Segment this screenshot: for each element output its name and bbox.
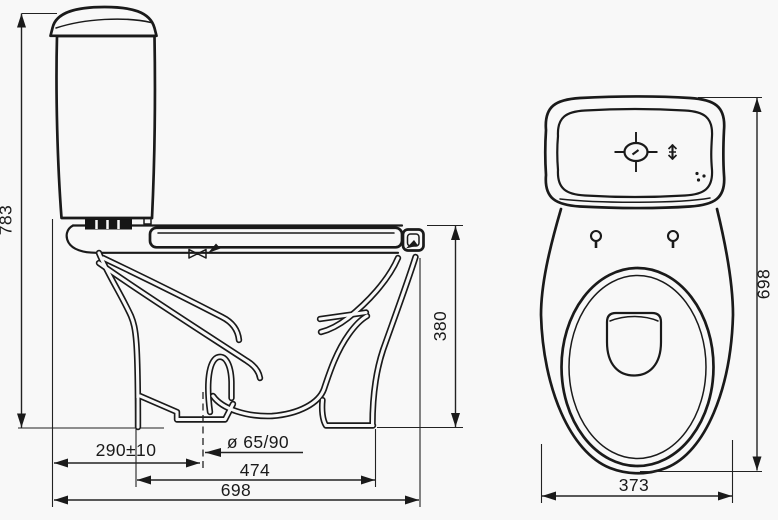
label-65-90: ø 65/90: [227, 432, 289, 452]
label-474: 474: [240, 460, 270, 480]
label-698-side: 698: [221, 480, 251, 500]
label-783: 783: [0, 205, 16, 235]
tank-gasket: [85, 219, 132, 230]
side-view-section: 783 380 290±10 ø 65/90: [0, 5, 463, 507]
cistern-lid-seam: [55, 18, 152, 29]
bowl-section-walls: [95, 249, 419, 431]
bowl-outline-top: [539, 207, 735, 475]
dimension-base-length: 474: [135, 398, 377, 487]
dimension-overall-width: 373: [540, 440, 734, 503]
dimension-bowl-height: 380: [377, 224, 463, 429]
label-290: 290±10: [96, 440, 157, 460]
cistern-lid-top-inner: [556, 107, 714, 199]
seat-lid-section: [148, 226, 404, 249]
rim-pointer-arrow-icon: [406, 240, 418, 249]
cistern-front-notch: [143, 217, 152, 225]
top-view: 698 373: [539, 95, 774, 503]
cistern-body: [55, 34, 157, 220]
seat-hinge-detail: [188, 248, 207, 259]
rim-outer-ellipse: [560, 266, 715, 468]
sparkle-icon: [667, 143, 678, 161]
label-373: 373: [619, 475, 649, 495]
seat-fixing-holes: [589, 229, 680, 248]
rim-front-section: [401, 228, 425, 252]
dimension-overall-height: 783: [0, 12, 57, 428]
leader-outlet-diameter: ø 65/90: [205, 432, 303, 457]
dimension-overall-depth: 698: [640, 96, 774, 473]
crosshair-icon: [614, 132, 658, 172]
spray-dots-icon: [695, 171, 706, 182]
label-380: 380: [430, 311, 450, 341]
cistern-lid: [49, 5, 158, 38]
water-sump: [605, 311, 663, 377]
dimension-outlet-offset: 290±10: [54, 440, 200, 468]
cistern-lid-bottom-edge: [559, 197, 711, 204]
dimension-overall-length: 698: [54, 258, 421, 507]
platform-back-edge: [65, 224, 400, 254]
label-698-top: 698: [754, 269, 774, 299]
rim-inner-ellipse: [568, 274, 707, 460]
hinge-pointer-arrow-icon: [208, 243, 221, 253]
